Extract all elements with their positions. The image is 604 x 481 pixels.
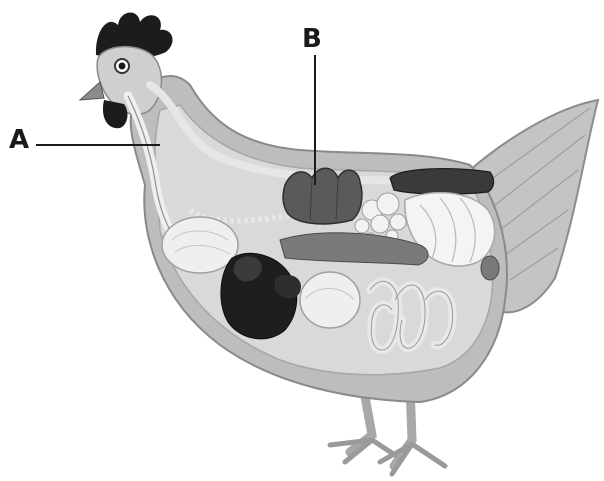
wattle: [103, 100, 128, 128]
toes: [330, 440, 445, 474]
label-b: B: [302, 26, 322, 52]
lungs: [283, 168, 362, 224]
kidney: [390, 169, 494, 195]
cloaca: [481, 256, 499, 280]
pupil: [119, 63, 126, 70]
gizzard: [300, 272, 360, 328]
beak: [80, 82, 104, 100]
label-a: A: [9, 127, 29, 153]
